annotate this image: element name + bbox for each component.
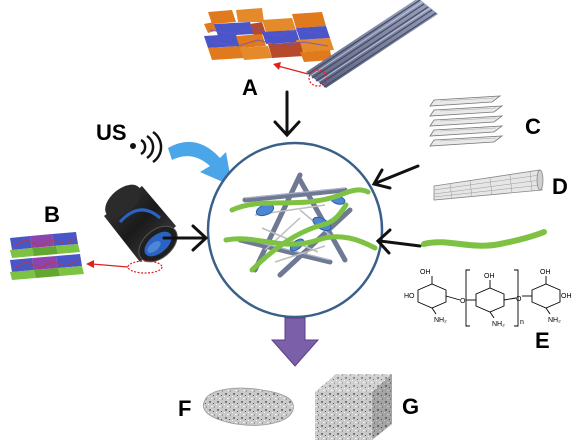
crystal-structure-a [204,8,334,62]
svg-text:NH₂: NH₂ [492,321,505,328]
crystal-structure-b [10,232,84,280]
cube-sample-g [315,374,392,440]
svg-text:O: O [516,296,522,303]
film-sample-f [203,387,294,426]
chitosan-formula [417,269,561,327]
svg-text:O: O [460,298,466,305]
ultrasound-icon [130,130,163,164]
label-d: D [552,174,568,199]
svg-text:OH: OH [561,293,572,300]
carbon-nanotube-d [433,169,544,201]
svg-text:NH₂: NH₂ [434,317,447,324]
output-arrow [270,317,320,367]
svg-text:OH: OH [540,269,551,276]
label-g: G [402,394,419,419]
central-composite-circle [206,141,384,319]
label-b: B [44,202,60,227]
red-zoom-arrow-b [91,263,129,268]
svg-text:NH₂: NH₂ [548,317,561,324]
composite-content [223,172,378,278]
arrow-e-to-circle [375,228,422,255]
ultrasound-arrow [168,141,232,186]
graphene-stack-c [429,95,504,147]
label-us: US [96,120,127,145]
nanotube-bundle-a [306,0,438,88]
red-zoom-arrow-a [277,65,309,75]
label-a: A [242,75,258,100]
chitosan-fiber-e [421,229,547,249]
svg-text:HO: HO [404,293,415,300]
svg-text:OH: OH [484,273,495,280]
svg-text:OH: OH [420,269,431,276]
svg-text:n: n [520,319,524,326]
chitosan-formula-text: OH OH OH HO OH NH₂ NH₂ NH₂ O O n [404,269,572,328]
halloysite-tube-b [104,184,178,274]
label-f: F [178,396,191,421]
label-c: C [525,114,541,139]
arrow-b-to-circle [162,224,209,252]
arrow-c-to-circle [371,164,420,190]
arrow-a-to-circle [273,90,301,138]
label-e: E [535,328,550,353]
